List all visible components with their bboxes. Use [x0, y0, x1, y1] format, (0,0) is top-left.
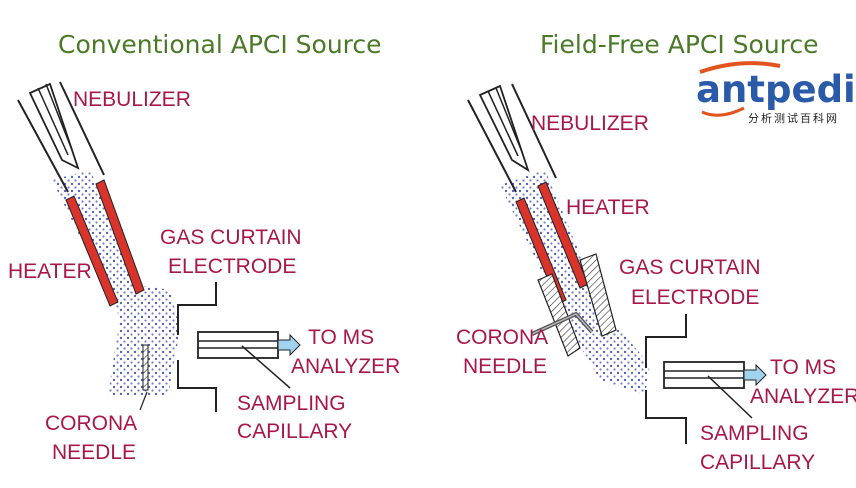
right-nebulizer-tip — [478, 84, 530, 173]
left-title: Conventional APCI Source — [58, 30, 382, 59]
right-to-ms-arrow — [743, 363, 767, 387]
logo-text: antpedia — [696, 68, 856, 111]
left-heater-label: HEATER — [8, 260, 92, 283]
right-sampling-label-1: SAMPLING — [700, 422, 809, 445]
right-sampling-capillary — [663, 361, 745, 389]
left-sampling-capillary — [197, 331, 279, 359]
left-nebulizer-tip — [28, 82, 80, 170]
left-corona-label-1: CORONA — [45, 412, 137, 435]
left-source — [17, 81, 301, 412]
right-gas-curtain-label-1: GAS CURTAIN — [619, 256, 761, 279]
right-to-ms-label-2: ANALYZER — [750, 385, 856, 408]
left-sampling-label-2: CAPILLARY — [237, 420, 352, 443]
logo-swoosh-icon — [699, 61, 781, 74]
right-nebulizer-label: NEBULIZER — [531, 112, 649, 135]
right-housing-left — [537, 273, 581, 357]
left-corona-label-2: NEEDLE — [52, 441, 136, 464]
left-gas-curtain-label-2: ELECTRODE — [168, 255, 296, 278]
left-gas-curtain-label-1: GAS CURTAIN — [160, 226, 302, 249]
logo-subtitle: 分析测试百科网 — [748, 111, 839, 125]
left-nebulizer-label: NEBULIZER — [73, 88, 191, 111]
right-sampling-label-2: CAPILLARY — [700, 451, 815, 474]
right-corona-label-2: NEEDLE — [463, 355, 547, 378]
left-gas-curtain-electrode — [177, 282, 217, 335]
right-housing-right — [579, 253, 617, 337]
right-to-ms-label-1: TO MS — [770, 356, 836, 379]
left-to-ms-arrow — [277, 333, 301, 357]
left-heater-bar-2 — [95, 179, 145, 295]
right-gas-curtain-label-2: ELECTRODE — [631, 286, 759, 309]
right-spray-plume — [500, 170, 650, 395]
left-to-ms-label-1: TO MS — [308, 326, 374, 349]
left-heater-bar-1 — [65, 195, 119, 307]
right-heater-label: HEATER — [566, 196, 650, 219]
left-corona-needle — [142, 344, 149, 391]
right-source — [467, 83, 767, 444]
right-title: Field-Free APCI Source — [540, 30, 819, 59]
right-corona-label-1: CORONA — [456, 326, 548, 349]
left-to-ms-label-2: ANALYZER — [291, 355, 400, 378]
left-sampling-label-1: SAMPLING — [237, 392, 346, 415]
antpedia-logo: antpedia 分析测试百科网 — [696, 61, 856, 125]
right-gas-curtain-electrode — [645, 314, 687, 368]
